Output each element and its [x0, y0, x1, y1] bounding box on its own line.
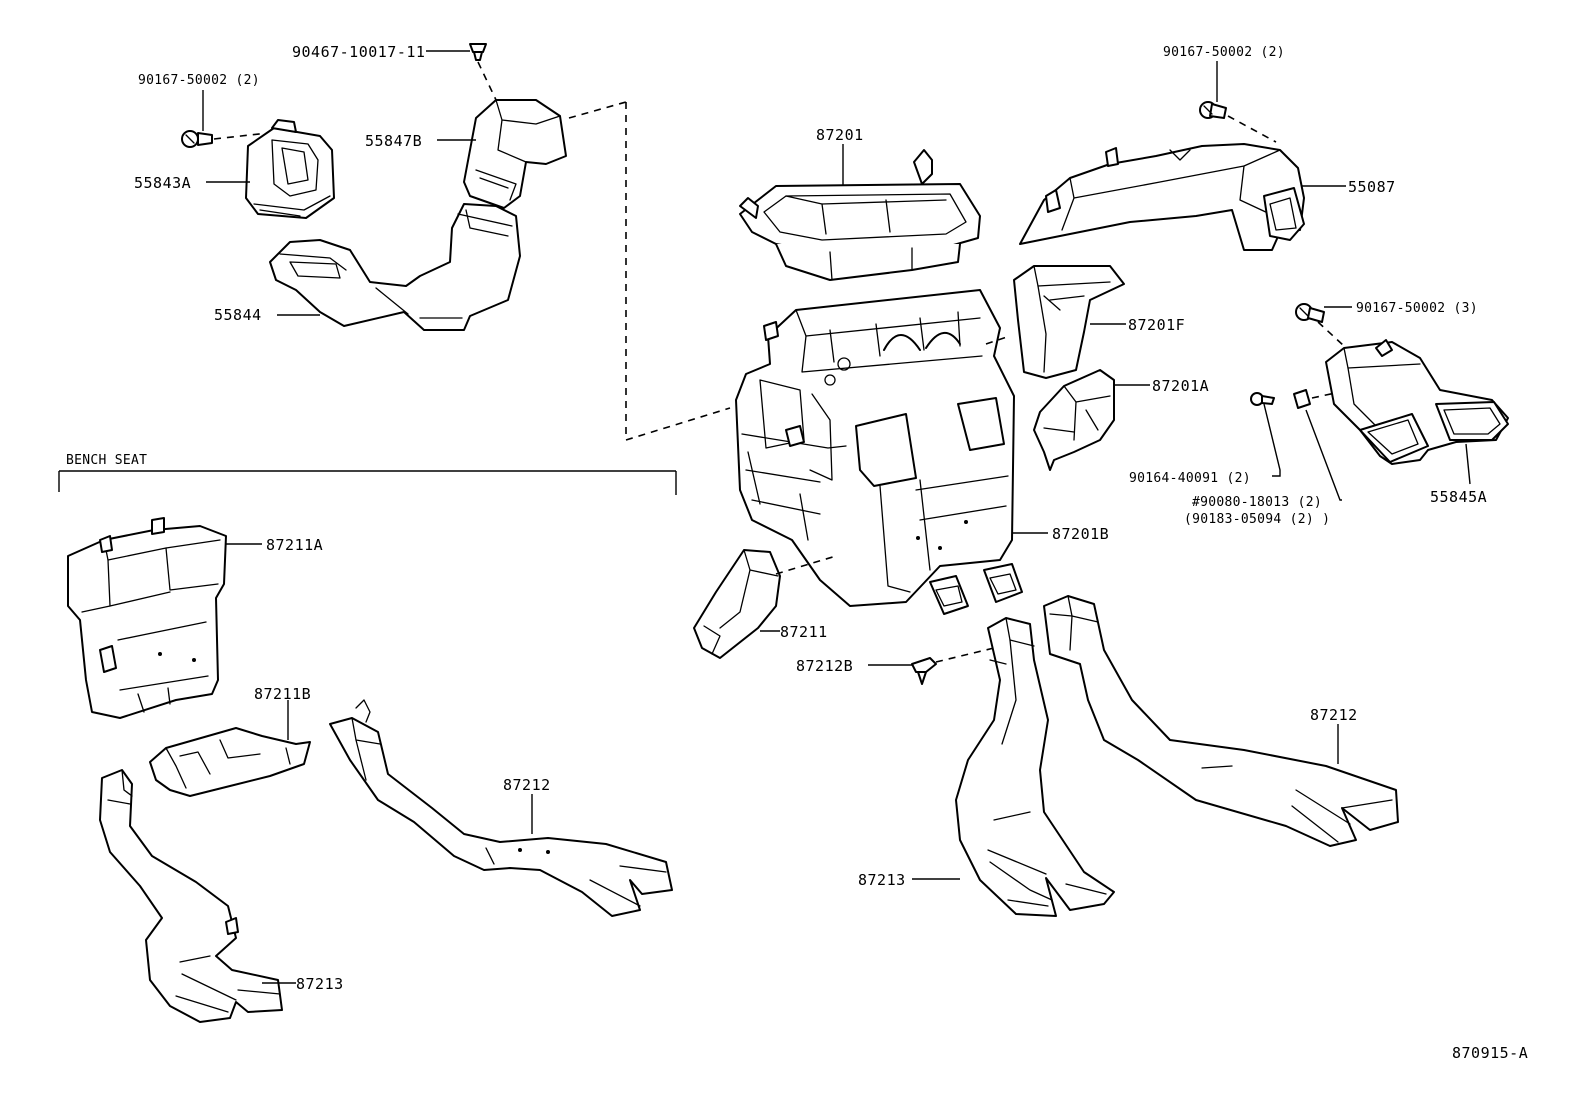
label-87211B: 87211B	[254, 685, 311, 703]
part-87201F-duct	[1013, 265, 1125, 379]
label-55087: 55087	[1348, 178, 1396, 196]
label-87213-right: 87213	[858, 871, 906, 889]
part-87213-left-duct	[99, 769, 283, 1023]
part-90164-screw	[1250, 392, 1275, 406]
bench-seat-bracket	[58, 470, 677, 495]
part-87212B-clip	[911, 657, 937, 685]
label-90080-18013: #90080-18013 (2)	[1192, 495, 1322, 510]
label-87201A: 87201A	[1152, 377, 1209, 395]
part-55087-duct	[1019, 143, 1305, 251]
label-87211: 87211	[780, 623, 828, 641]
part-87201-frame	[739, 149, 981, 281]
label-55844: 55844	[214, 306, 262, 324]
label-87212B: 87212B	[796, 657, 853, 675]
label-90467-10017-11: 90467-10017-11	[292, 43, 425, 61]
part-87211-duct	[693, 549, 781, 659]
label-90164-40091: 90164-40091 (2)	[1129, 471, 1251, 486]
part-90167-bolt-top-right	[1199, 101, 1227, 119]
label-87201B: 87201B	[1052, 525, 1109, 543]
part-87201A-duct	[1033, 369, 1115, 471]
label-87212-left: 87212	[503, 776, 551, 794]
label-87212-right: 87212	[1310, 706, 1358, 724]
part-87212-left-duct	[329, 699, 673, 917]
label-55843A: 55843A	[134, 174, 191, 192]
label-87201: 87201	[816, 126, 864, 144]
label-55845A: 55845A	[1430, 488, 1487, 506]
part-55844-duct	[269, 203, 521, 331]
part-55843A-vent	[245, 119, 335, 219]
part-87212-right-duct	[1043, 595, 1399, 847]
label-90183-05094: (90183-05094 (2) )	[1184, 512, 1330, 527]
part-87211A-duct	[67, 517, 227, 719]
label-90167-50002-top-right: 90167-50002 (2)	[1163, 45, 1285, 60]
part-90467-clip	[469, 43, 487, 61]
bench-seat-label: BENCH SEAT	[66, 453, 147, 468]
label-87211A: 87211A	[266, 536, 323, 554]
part-55847B-elbow	[463, 99, 567, 209]
part-90080-clip	[1293, 389, 1311, 409]
label-87201F: 87201F	[1128, 316, 1185, 334]
label-90167-50002-3: 90167-50002 (3)	[1356, 301, 1478, 316]
diagram-id: 870915-A	[1452, 1044, 1528, 1062]
part-87211B-duct	[149, 727, 311, 797]
part-55845A-vent	[1325, 339, 1509, 465]
label-87213-left: 87213	[296, 975, 344, 993]
label-55847B: 55847B	[365, 132, 422, 150]
part-90167-bolt-3	[1295, 303, 1325, 323]
part-heater-unit	[735, 289, 1023, 615]
part-87213-right-duct	[955, 617, 1115, 917]
part-90167-bolt-left	[181, 130, 213, 148]
label-90167-50002-left: 90167-50002 (2)	[138, 73, 260, 88]
